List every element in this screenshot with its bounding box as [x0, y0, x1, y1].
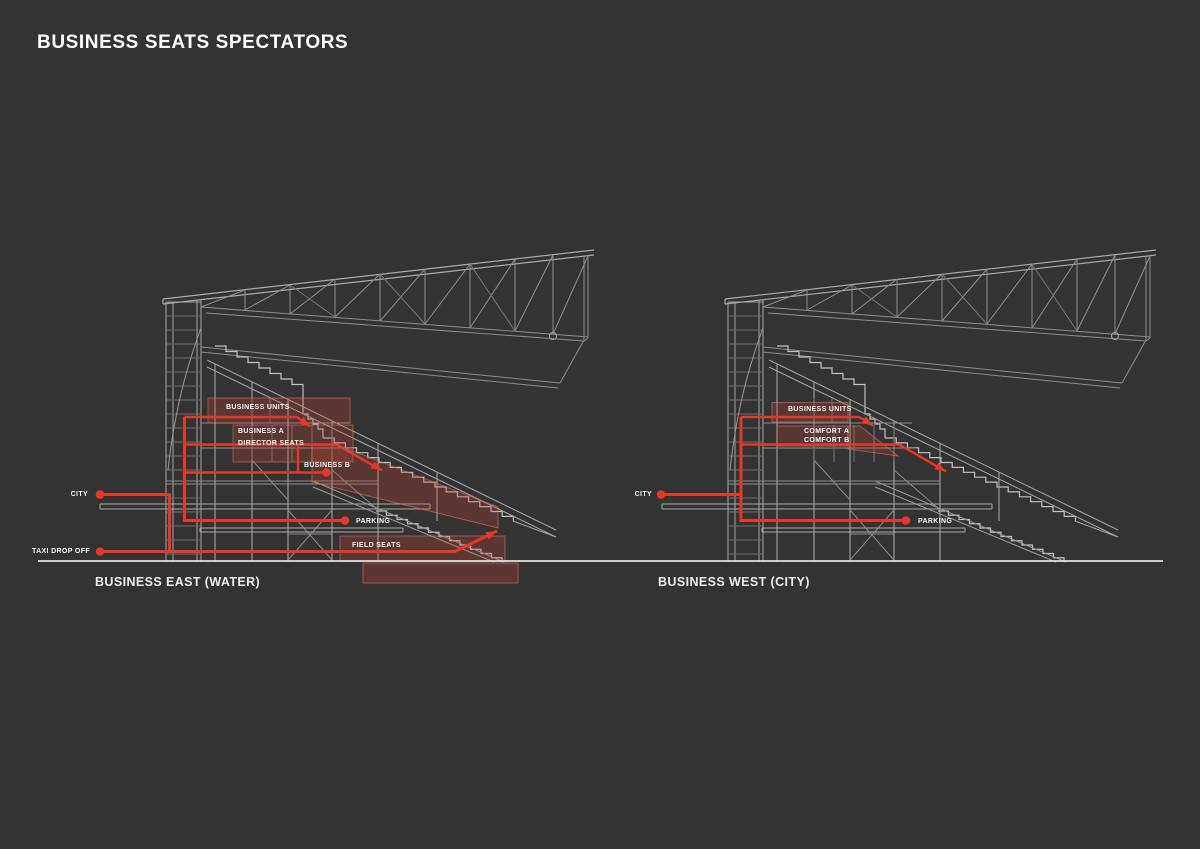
parking-node-east — [340, 516, 350, 525]
circulation-east — [100, 415, 498, 553]
label-parking-west: PARKING — [918, 517, 953, 525]
label-city-west: CITY — [634, 491, 652, 498]
arrow-business-units-west — [861, 416, 873, 426]
business-b-node-east — [322, 468, 331, 477]
stand-structure-west — [661, 249, 1157, 563]
arrow-business-units-east — [298, 416, 310, 427]
arrow-comfort-west — [934, 462, 946, 472]
label-field-seats-east: FIELD SEATS — [352, 541, 401, 549]
label-business-units-east: BUSINESS UNITS — [226, 404, 290, 411]
label-business-a-east: BUSINESS A — [238, 428, 285, 435]
circulation-markers-east — [95, 416, 497, 556]
label-comfort-a-west: COMFORT A — [804, 428, 850, 435]
parking-node-west — [901, 516, 911, 525]
circulation-west — [661, 415, 947, 522]
zone-below-ground-east — [362, 562, 519, 584]
label-director-seats-east: DIRECTOR SEATS — [238, 439, 305, 447]
zones-east — [207, 397, 519, 584]
arrow-field-seats-east — [485, 531, 497, 540]
page-title: BUSINESS SEATS SPECTATORS — [37, 32, 349, 53]
label-taxi-drop-off-east: TAXI DROP OFF — [32, 547, 90, 555]
city-node-west — [656, 490, 666, 499]
label-parking-east: PARKING — [356, 517, 391, 525]
zone-comfort-tail-west — [847, 425, 900, 457]
label-comfort-b-west: COMFORT B — [804, 436, 850, 444]
label-business-b-east: BUSINESS B — [304, 462, 351, 469]
city-node-east — [95, 490, 105, 499]
circulation-markers-west — [656, 416, 946, 525]
caption-business-west: BUSINESS WEST (CITY) — [658, 575, 810, 589]
taxi-node-east — [95, 547, 105, 556]
arrow-business-b-east — [370, 461, 382, 471]
label-business-units-west: BUSINESS UNITS — [788, 406, 852, 413]
label-city-east: CITY — [70, 491, 88, 498]
caption-business-east: BUSINESS EAST (WATER) — [95, 575, 261, 589]
zone-business-units-east — [207, 397, 351, 424]
